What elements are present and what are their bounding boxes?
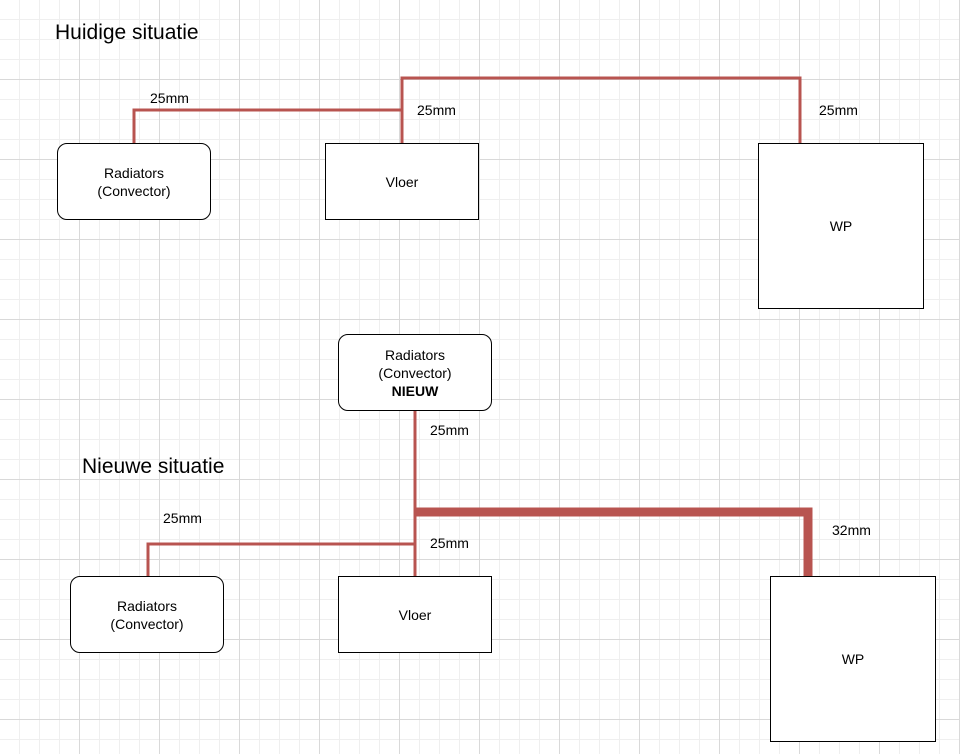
title-new-situation: Nieuwe situatie <box>82 455 225 478</box>
label-current-pipe-floor: 25mm <box>417 102 456 118</box>
title-current-situation: Huidige situatie <box>55 21 199 44</box>
box-new-radiators-new-line3: NIEUW <box>391 382 439 399</box>
label-new-pipe-heatpump: 32mm <box>832 522 871 538</box>
box-current-radiators[interactable]: Radiators (Convector) <box>57 143 211 220</box>
label-new-pipe-radiators-new: 25mm <box>430 422 469 438</box>
pipe-current-floor-heatpump[interactable] <box>400 76 802 143</box>
box-new-floor[interactable]: Vloer <box>338 576 492 653</box>
box-current-floor[interactable]: Vloer <box>325 143 479 220</box>
box-new-radiators-new[interactable]: Radiators (Convector) NIEUW <box>338 334 492 411</box>
box-current-heatpump[interactable]: WP <box>758 143 924 309</box>
box-new-radiators-new-line2: (Convector) <box>378 364 452 381</box>
pipe-current-radiators[interactable] <box>132 108 402 143</box>
box-current-radiators-line1: Radiators <box>104 164 164 181</box>
label-current-pipe-radiators: 25mm <box>150 90 189 106</box>
box-new-floor-label: Vloer <box>398 606 432 623</box>
box-current-radiators-line2: (Convector) <box>97 182 171 199</box>
pipe-new-radiators[interactable] <box>146 542 415 577</box>
box-new-radiators-line1: Radiators <box>117 597 177 614</box>
label-new-pipe-radiators: 25mm <box>163 510 202 526</box>
box-current-heatpump-label: WP <box>829 218 853 234</box>
box-new-heatpump-label: WP <box>841 651 865 667</box>
label-new-pipe-floor: 25mm <box>430 535 469 551</box>
box-new-radiators-line2: (Convector) <box>110 615 184 632</box>
box-new-radiators[interactable]: Radiators (Convector) <box>70 576 224 653</box>
box-current-floor-label: Vloer <box>385 173 419 190</box>
pipes-current <box>132 76 802 143</box>
pipes-new <box>146 411 813 577</box>
pipe-new-heatpump[interactable] <box>415 507 813 577</box>
box-new-heatpump[interactable]: WP <box>770 576 936 742</box>
label-current-pipe-heatpump: 25mm <box>819 102 858 118</box>
box-new-radiators-new-line1: Radiators <box>385 346 445 363</box>
